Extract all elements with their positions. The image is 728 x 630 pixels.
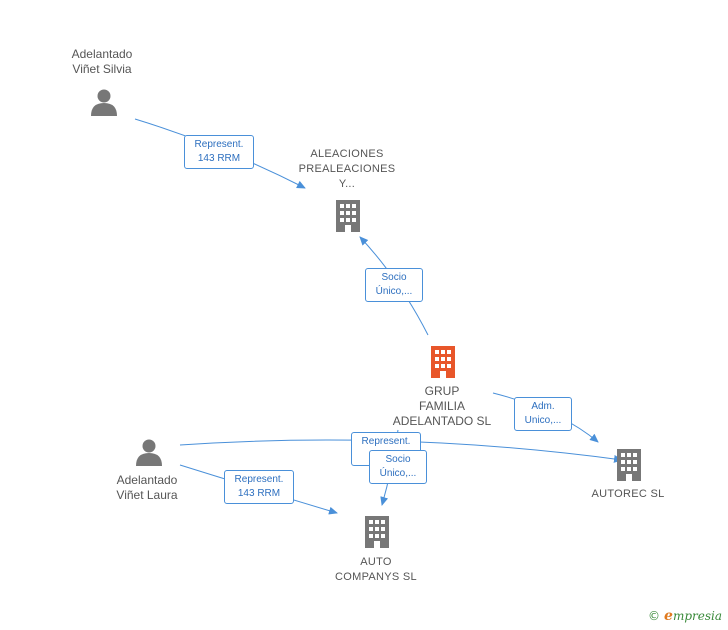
edge-label-adm[interactable]: Adm. Unico,...: [514, 397, 572, 431]
person-icon[interactable]: [135, 438, 163, 466]
copyright-symbol: ©: [648, 609, 661, 623]
label-line: Viñet Silvia: [72, 62, 132, 76]
edge-label-line: Represent.: [361, 436, 411, 447]
edge-label-represent[interactable]: Represent. 143 RRM: [184, 135, 254, 169]
label-line: Adelantado: [71, 47, 133, 61]
person-adelantado-silvia-label[interactable]: Adelantado Viñet Silvia: [32, 47, 172, 77]
label-line: FAMILIA: [418, 399, 465, 413]
brand-initial: e: [664, 608, 673, 624]
company-auto-companys-label[interactable]: AUTO COMPANYS SL: [306, 555, 446, 585]
edge-label-line: Único,...: [379, 468, 417, 479]
label-line: GRUP: [424, 384, 460, 398]
edge-label-line: 143 RRM: [237, 488, 281, 499]
edge-label-line: 143 RRM: [197, 153, 241, 164]
edge-label-line: Socio: [385, 454, 411, 465]
building-icon[interactable]: [614, 447, 644, 481]
edge-label-line: Único,...: [375, 286, 413, 297]
building-icon[interactable]: [362, 514, 392, 548]
edge-label-line: Represent.: [194, 139, 244, 150]
edge-label-line: Represent.: [234, 474, 284, 485]
label-line: Adelantado: [116, 473, 178, 487]
label-line: Y...: [338, 178, 356, 190]
label-line: AUTOREC SL: [591, 488, 665, 500]
label-line: AUTO: [360, 556, 392, 568]
edge-label-line: Unico,...: [524, 415, 562, 426]
edge-label-line: Socio: [381, 272, 407, 283]
edge-label-represent[interactable]: Represent. 143 RRM: [224, 470, 294, 504]
building-icon-main[interactable]: [428, 344, 458, 378]
label-line: COMPANYS SL: [335, 571, 417, 583]
company-aleaciones-label[interactable]: ALEACIONES PREALEACIONES Y...: [277, 147, 417, 192]
label-line: Viñet Laura: [116, 488, 178, 502]
brand-name: mpresia: [672, 609, 722, 623]
label-line: ADELANTADO SL: [392, 414, 492, 428]
edge-label-line: Adm.: [531, 401, 555, 412]
label-line: PREALEACIONES: [298, 163, 396, 175]
edge-label-socio[interactable]: Socio Único,...: [365, 268, 423, 302]
building-icon[interactable]: [333, 198, 363, 232]
edge-label-socio[interactable]: Socio Único,...: [369, 450, 427, 484]
person-adelantado-laura-label[interactable]: Adelantado Viñet Laura: [77, 473, 217, 503]
company-autorec-label[interactable]: AUTOREC SL: [558, 487, 698, 502]
empresia-logo: ©empresia: [648, 608, 722, 624]
person-icon[interactable]: [90, 88, 118, 116]
label-line: ALEACIONES: [310, 148, 384, 160]
company-grup-familia-label[interactable]: GRUP FAMILIA ADELANTADO SL: [372, 384, 512, 429]
